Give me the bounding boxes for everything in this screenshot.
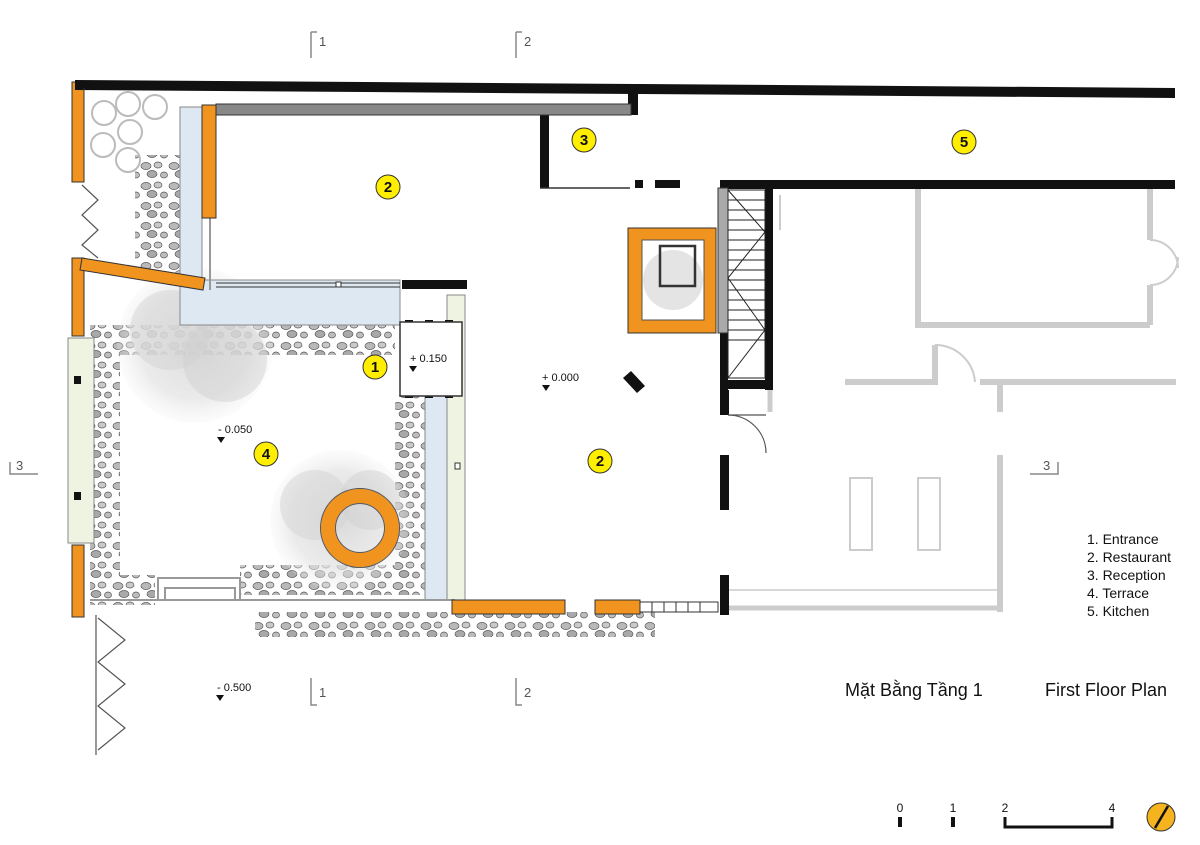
swing-door <box>727 414 767 454</box>
legend-item: 5. Kitchen <box>1087 603 1149 619</box>
svg-text:4: 4 <box>1109 801 1116 815</box>
marker-terrace: 4 <box>253 441 279 467</box>
legend-item: 3. Reception <box>1087 567 1166 583</box>
svg-text:- 0.050: - 0.050 <box>218 424 252 436</box>
existing-fixtures <box>728 195 1179 591</box>
title-english: First Floor Plan <box>1045 680 1167 700</box>
stair-side-wall <box>717 187 729 334</box>
room-markers: 1 2 2 3 4 5 <box>253 127 977 474</box>
section-labels: 1 2 1 2 3 3 <box>16 34 1050 700</box>
legend-item: 1. Entrance <box>1087 531 1159 547</box>
marker-reception: 3 <box>571 127 597 153</box>
marker-entrance: 1 <box>362 354 388 380</box>
marker-restaurant-a: 2 <box>375 174 401 200</box>
scale-bar: 0 1 2 4 <box>897 801 1116 829</box>
marker-restaurant-b: 2 <box>587 448 613 474</box>
elevation-terrace: - 0.050 <box>217 424 252 443</box>
interior-gray-wall <box>215 103 632 116</box>
north-arrow-icon <box>1146 802 1176 832</box>
legend-item: 4. Terrace <box>1087 585 1149 601</box>
svg-text:4: 4 <box>262 446 271 463</box>
svg-text:2: 2 <box>596 453 604 470</box>
entrance-threshold <box>399 321 463 397</box>
svg-text:1: 1 <box>371 359 379 376</box>
folding-door <box>81 184 126 755</box>
svg-text:2: 2 <box>524 34 531 49</box>
marker-kitchen: 5 <box>951 129 977 155</box>
central-planter <box>641 239 705 321</box>
legend: 1. Entrance 2. Restaurant 3. Reception 4… <box>1087 531 1171 619</box>
svg-text:- 0.500: - 0.500 <box>217 682 251 694</box>
elevation-restaurant: + 0.000 <box>542 372 579 391</box>
legend-item: 2. Restaurant <box>1087 549 1171 565</box>
svg-text:1: 1 <box>950 801 957 815</box>
svg-text:5: 5 <box>960 134 968 151</box>
terrace-edge <box>90 218 455 601</box>
stepping-stones <box>90 91 168 173</box>
elevation-entrance: + 0.150 <box>409 353 447 372</box>
staircase <box>727 189 766 379</box>
svg-text:3: 3 <box>1043 458 1050 473</box>
svg-text:2: 2 <box>384 179 392 196</box>
svg-text:2: 2 <box>524 685 531 700</box>
svg-text:3: 3 <box>580 132 588 149</box>
window-frames <box>83 88 719 613</box>
section-marks <box>9 31 1059 706</box>
existing-building <box>728 188 1176 612</box>
elevation-outside: - 0.500 <box>216 682 251 701</box>
svg-text:2: 2 <box>1002 801 1009 815</box>
svg-text:+ 0.000: + 0.000 <box>542 372 579 384</box>
svg-text:0: 0 <box>897 801 904 815</box>
elevation-marks: + 0.150 + 0.000 - 0.050 - 0.500 <box>216 353 579 701</box>
svg-text:+ 0.150: + 0.150 <box>410 353 447 365</box>
svg-text:1: 1 <box>319 685 326 700</box>
title-vietnamese: Mặt Bằng Tầng 1 <box>845 679 983 700</box>
svg-text:3: 3 <box>16 458 23 473</box>
stone-beds <box>90 155 655 637</box>
svg-text:1: 1 <box>319 34 326 49</box>
